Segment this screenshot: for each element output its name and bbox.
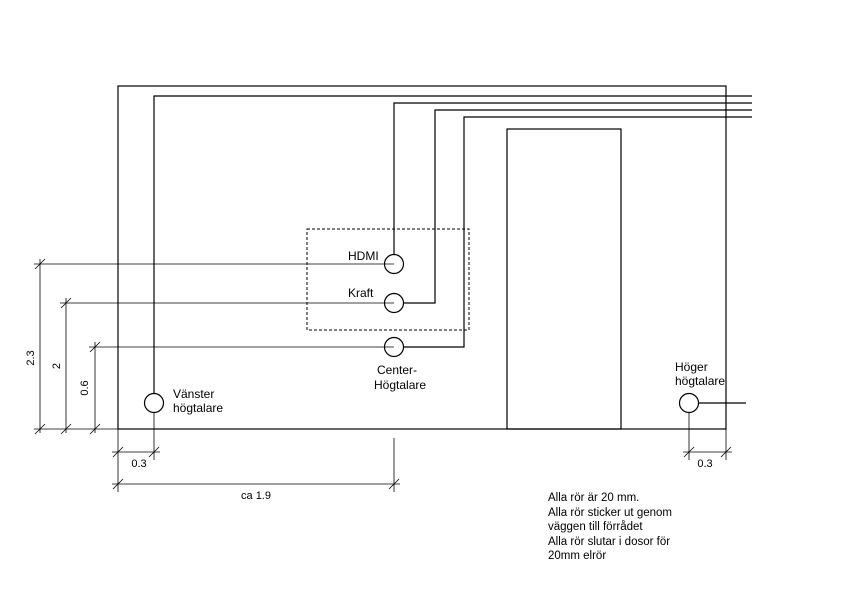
wall-outline bbox=[117, 85, 727, 430]
conduit-kraft bbox=[403, 109, 752, 304]
conduit-center-speaker bbox=[404, 116, 752, 348]
conduit-hdmi bbox=[393, 102, 752, 255]
dim-offset-right: 0.3 bbox=[697, 458, 712, 470]
tv-zone-dashed bbox=[306, 228, 470, 331]
outlet-left-speaker bbox=[143, 392, 165, 414]
label-hdmi: HDMI bbox=[348, 249, 379, 263]
label-kraft: Kraft bbox=[348, 286, 374, 300]
label-center-line1: Center- bbox=[377, 363, 417, 377]
label-center-line2: Högtalare bbox=[374, 378, 426, 392]
note-line: Alla rör är 20 mm. bbox=[548, 492, 640, 504]
note-line: Alla rör sticker ut genom bbox=[548, 506, 672, 519]
label-left-line2: högtalare bbox=[173, 401, 223, 415]
dimension-lines bbox=[34, 258, 732, 492]
note-line: 20mm elrör bbox=[548, 550, 607, 562]
note-line: väggen till förrådet bbox=[548, 521, 643, 533]
dim-height-center: 0.6 bbox=[79, 380, 91, 395]
note-line: Alla rör slutar i dosor för bbox=[548, 535, 671, 548]
conduit-left-speaker bbox=[153, 95, 752, 393]
label-right-line2: högtalare bbox=[675, 374, 725, 388]
dim-distance-center: ca 1.9 bbox=[241, 490, 271, 502]
label-left-line1: Vänster bbox=[173, 387, 214, 401]
notes-block: Alla rör är 20 mm. Alla rör sticker ut g… bbox=[548, 491, 848, 564]
dim-height-kraft: 2 bbox=[51, 363, 63, 369]
outlet-right-speaker bbox=[678, 392, 700, 414]
dim-height-hdmi: 2.3 bbox=[25, 350, 37, 365]
dim-offset-left: 0.3 bbox=[131, 458, 146, 470]
door-opening bbox=[506, 128, 622, 430]
label-right-line1: Höger bbox=[675, 360, 708, 374]
